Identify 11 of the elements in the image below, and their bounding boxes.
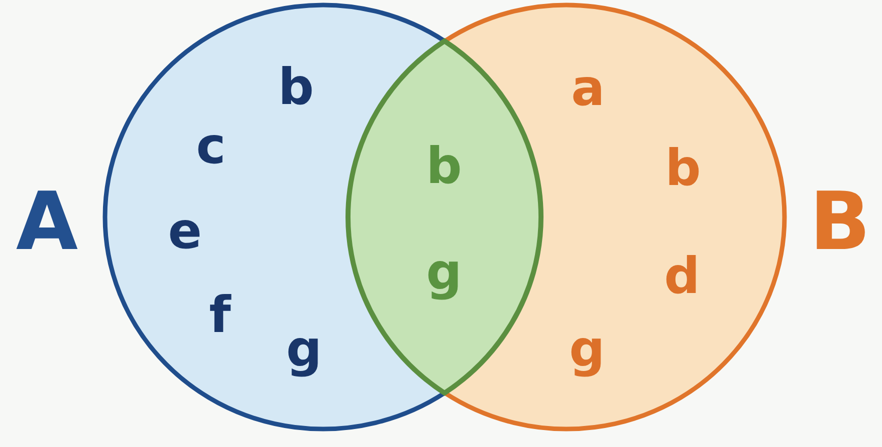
set-element-letter: e [168,206,202,256]
set-element-letter: f [209,290,231,340]
set-element-letter: d [664,251,700,301]
intersection-region [344,36,545,397]
set-element-letter: b [278,62,314,112]
set-name-label: A [16,182,78,262]
set-name-label: B [810,182,870,262]
set-element-letter: a [571,63,605,113]
set-element-letter: b [426,140,462,191]
set-element-letter: c [196,121,226,171]
set-element-letter: b [665,143,701,193]
